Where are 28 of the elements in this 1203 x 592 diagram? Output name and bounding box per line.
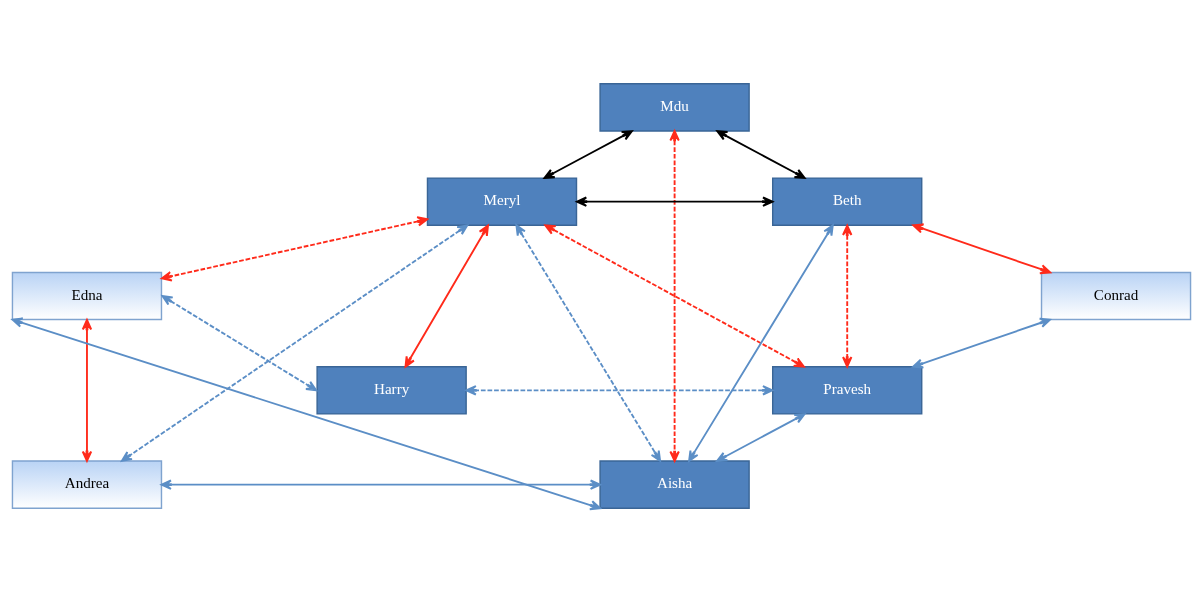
arrow <box>688 224 834 462</box>
arrow <box>161 295 318 392</box>
arrow <box>465 385 774 396</box>
arrow <box>716 130 806 179</box>
node-box: Aisha <box>599 460 750 509</box>
arrow <box>11 317 602 511</box>
node-box: Beth <box>772 177 923 226</box>
arrow <box>515 224 662 462</box>
node-box: Mdu <box>599 83 750 132</box>
arrow <box>160 479 602 490</box>
node-box: Edna <box>11 271 163 321</box>
node-box: Harry <box>316 366 467 415</box>
node-box: Conrad <box>1040 271 1192 321</box>
arrow <box>716 413 806 462</box>
arrow <box>669 130 680 462</box>
arrow <box>81 318 93 462</box>
arrow <box>404 224 489 368</box>
node-box: Meryl <box>426 177 578 226</box>
arrow <box>544 224 805 368</box>
arrow <box>120 224 469 462</box>
arrow <box>912 317 1051 369</box>
arrow <box>543 130 633 179</box>
arrow <box>912 223 1052 275</box>
node-box: Andrea <box>11 460 163 509</box>
arrow <box>842 224 853 368</box>
arrow <box>575 196 774 207</box>
node-box: Pravesh <box>772 366 923 415</box>
arrow <box>160 216 429 282</box>
